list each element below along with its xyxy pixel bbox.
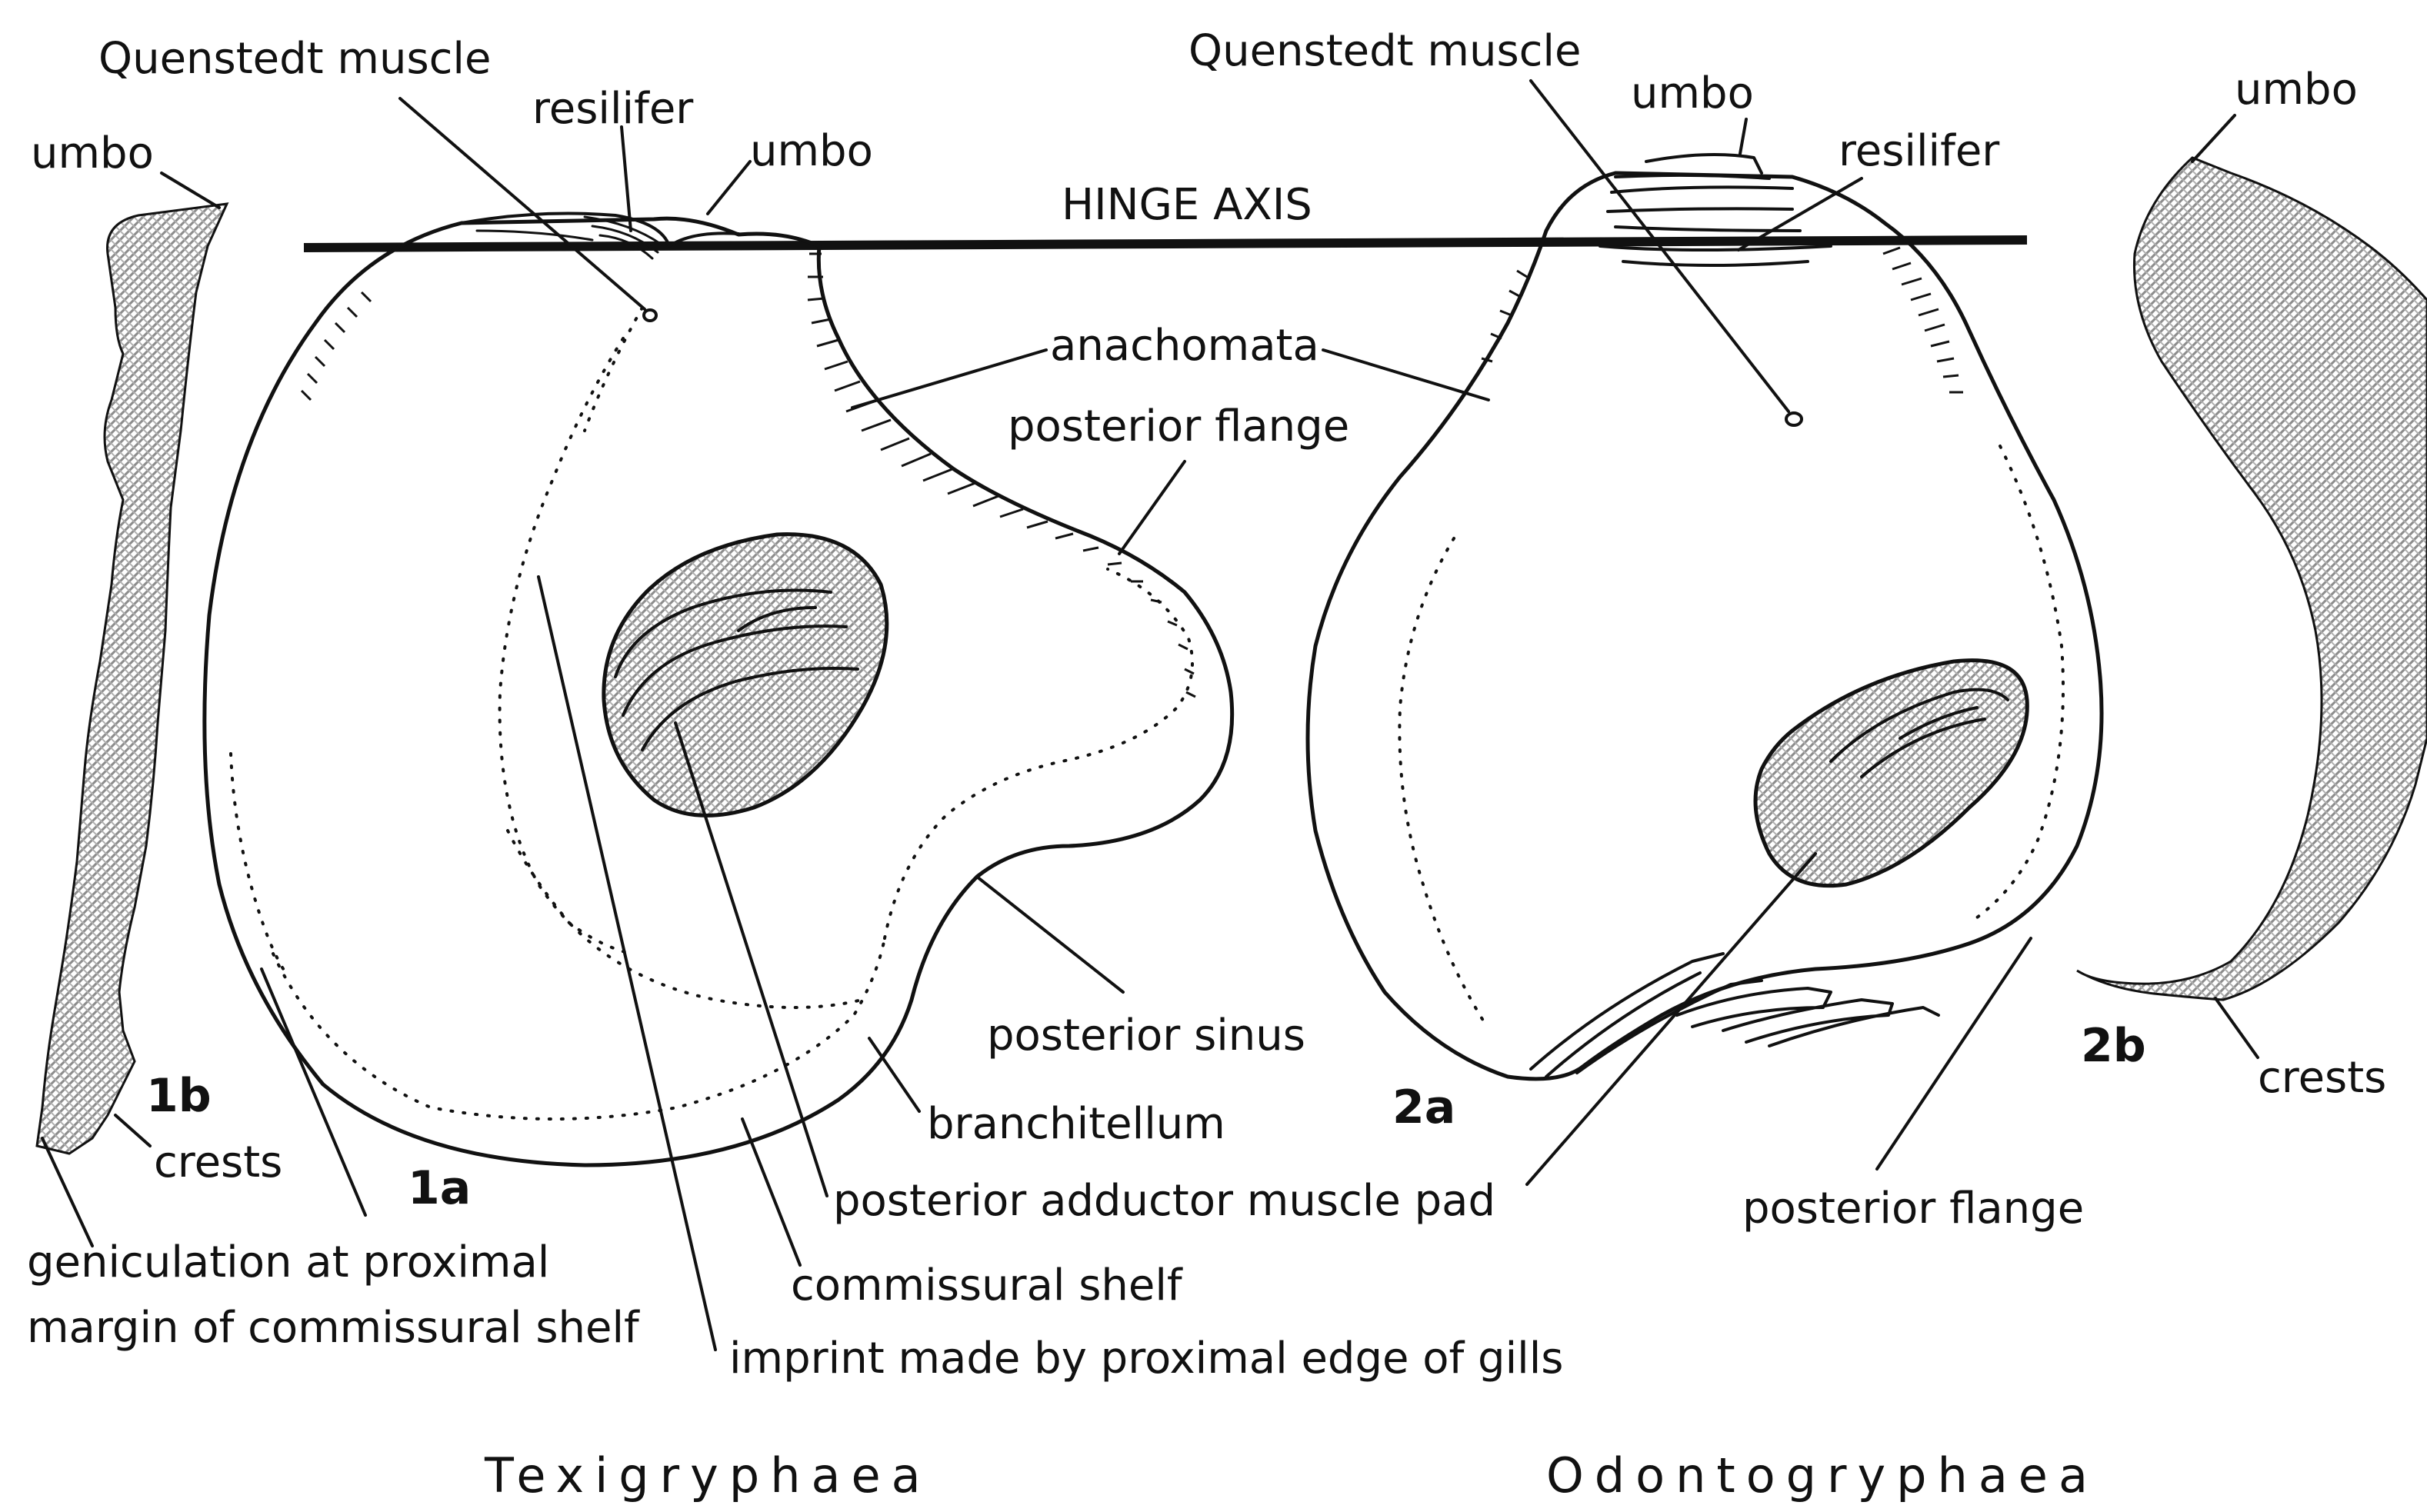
- fig2a-posterior-adductor-muscle-pad: [1755, 661, 2027, 886]
- leader-geniculation-1b: [42, 1138, 92, 1246]
- leader-anachomata-left: [852, 350, 1046, 408]
- leader-posterior-flange-2: [1877, 938, 2031, 1169]
- leader-adductor-pad-2: [1527, 854, 1815, 1184]
- label-crests-2b: crests: [2258, 1053, 2386, 1103]
- label-branchitellum: branchitellum: [927, 1099, 1225, 1149]
- fig1a-quenstedt-muscle-scar: [644, 310, 656, 321]
- label-posterior-flange-2: posterior flange: [1742, 1184, 2084, 1234]
- label-resilifer-2: resilifer: [1839, 126, 2000, 176]
- label-commissural-shelf: commissural shelf: [791, 1261, 1183, 1311]
- label-umbo-1b: umbo: [31, 128, 154, 178]
- fig2b-cross-section: [2077, 158, 2427, 1000]
- label-posterior-flange-1: posterior flange: [1008, 401, 1349, 451]
- title-texigryphaea: Texigryphaea: [484, 1447, 932, 1504]
- leader-posterior-flange-1: [1119, 461, 1185, 554]
- leader-umbo-2b: [2192, 115, 2235, 162]
- leader-umbo-2a: [1740, 119, 1746, 154]
- fig2a-left-hatching: [1482, 271, 1527, 361]
- label-resilifer-1: resilifer: [532, 84, 694, 134]
- hinge-axis-line: [304, 240, 2027, 248]
- title-odontogryphaea: Odontogryphaea: [1546, 1447, 2099, 1504]
- label-anachomata: anachomata: [1050, 321, 1319, 371]
- leader-umbo-1b: [162, 173, 219, 208]
- label-umbo-2a: umbo: [1631, 68, 1754, 118]
- fig1a-inner-dots: [508, 831, 631, 954]
- label-figure-2a: 2a: [1392, 1081, 1455, 1134]
- label-umbo-1a: umbo: [750, 126, 873, 176]
- label-posterior-adductor-muscle-pad: posterior adductor muscle pad: [833, 1176, 1495, 1226]
- label-imprint-gills: imprint made by proximal edge of gills: [729, 1334, 1563, 1384]
- fig2a-hinge-area: [1600, 155, 1831, 265]
- label-quenstedt-muscle-2: Quenstedt muscle: [1188, 26, 1581, 76]
- leader-umbo-1a: [708, 162, 750, 214]
- fig1a-posterior-adductor-muscle-pad: [604, 535, 887, 816]
- label-quenstedt-muscle-1: Quenstedt muscle: [98, 34, 491, 84]
- label-geniculation-line2: margin of commissural shelf: [27, 1303, 640, 1353]
- fig1a-anterior-margin-hatching: [302, 292, 371, 400]
- leader-commissural-shelf: [742, 1119, 800, 1265]
- leader-anachomata-right: [1323, 350, 1489, 400]
- leader-posterior-sinus: [977, 877, 1123, 992]
- label-figure-2b: 2b: [2081, 1019, 2146, 1073]
- leader-resilifer-1: [622, 127, 631, 231]
- fig2a-inner-dotted-left: [1399, 538, 1485, 1023]
- label-geniculation-line1: geniculation at proximal: [27, 1237, 549, 1287]
- leader-branchitellum: [869, 1038, 919, 1111]
- fig1a-inner-shelf-dotted: [885, 569, 1192, 938]
- fig2a-valve-outline: [1308, 173, 2102, 1079]
- label-figure-1b: 1b: [146, 1069, 212, 1123]
- fig2a-quenstedt-muscle-scar: [1786, 413, 1802, 425]
- leader-crests-1b: [115, 1115, 150, 1146]
- leader-crests-2b: [2215, 998, 2258, 1057]
- label-figure-1a: 1a: [408, 1161, 471, 1215]
- fig1b-cross-section: [37, 204, 227, 1154]
- fig1a-gill-imprint-outer: [585, 308, 642, 431]
- label-hinge-axis: HINGE AXIS: [1062, 180, 1312, 230]
- fig2a-anachomata-hatching: [1883, 248, 1963, 392]
- label-crests-1b: crests: [154, 1137, 282, 1187]
- label-umbo-2b: umbo: [2235, 65, 2358, 115]
- label-posterior-sinus: posterior sinus: [987, 1011, 1305, 1061]
